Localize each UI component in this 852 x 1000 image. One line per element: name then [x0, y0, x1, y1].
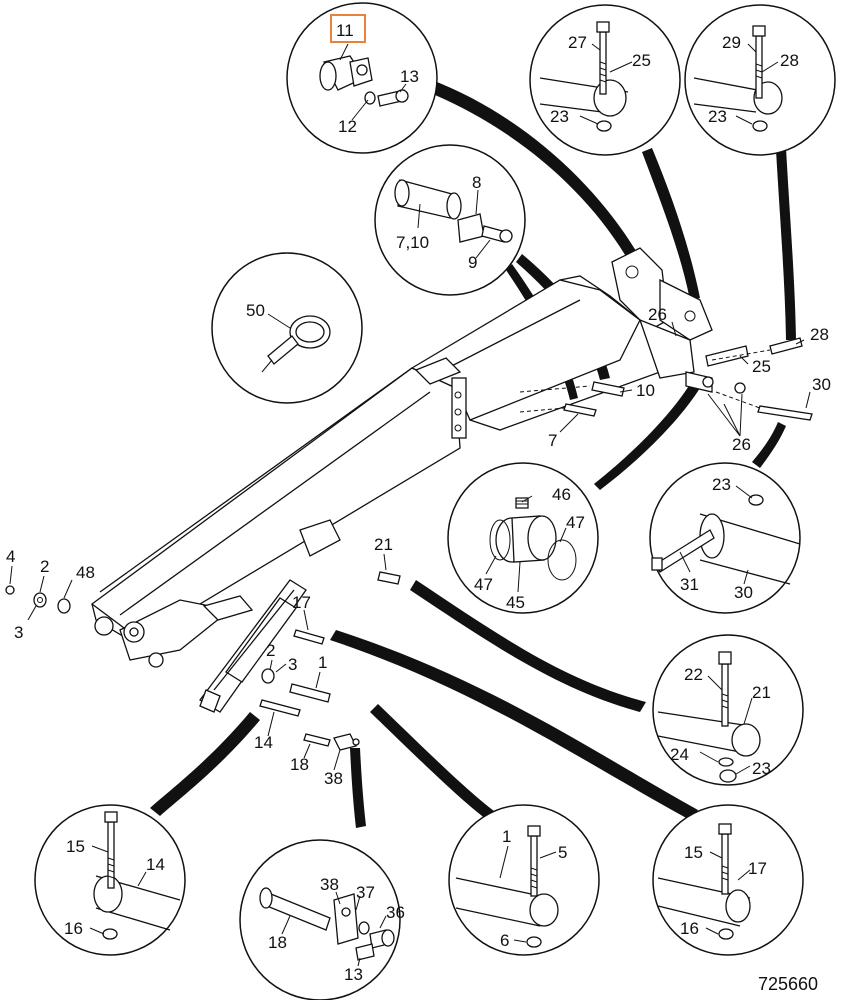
- detail-bubble-50: [211, 252, 363, 404]
- callout-23[interactable]: 23: [708, 107, 727, 126]
- callout-15[interactable]: 15: [66, 837, 85, 856]
- callout-18[interactable]: 18: [268, 933, 287, 952]
- callout-28[interactable]: 28: [810, 325, 829, 344]
- callout-23[interactable]: 23: [712, 475, 731, 494]
- callout-50[interactable]: 50: [246, 301, 265, 320]
- callout-8[interactable]: 8: [472, 173, 481, 192]
- callout-31[interactable]: 31: [680, 575, 699, 594]
- callout-47[interactable]: 47: [566, 513, 585, 532]
- callout-17[interactable]: 17: [292, 593, 311, 612]
- callout-leaders: [9, 43, 811, 967]
- detail-bubble-46-47-45: [447, 462, 599, 614]
- detail-bubble-27-25-23: [529, 4, 681, 156]
- callout-6[interactable]: 6: [500, 931, 509, 950]
- callout-25[interactable]: 25: [632, 51, 651, 70]
- callout-22[interactable]: 22: [684, 665, 703, 684]
- detail-bubble-38-37-36-18-13: [239, 839, 401, 1000]
- callout-48[interactable]: 48: [76, 563, 95, 582]
- callout-21[interactable]: 21: [752, 683, 771, 702]
- callout-25[interactable]: 25: [752, 357, 771, 376]
- callout-37[interactable]: 37: [356, 883, 375, 902]
- callout-7[interactable]: 7: [548, 431, 557, 450]
- detail-bubble-11-12-13: [286, 2, 438, 154]
- callout-3[interactable]: 3: [288, 655, 297, 674]
- highlight-box: [330, 14, 366, 43]
- detail-bubble-29-28-23: [684, 4, 836, 156]
- figure-reference: 725660: [758, 974, 818, 994]
- callout-14[interactable]: 14: [254, 733, 273, 752]
- callout-21[interactable]: 21: [374, 535, 393, 554]
- callout-30[interactable]: 30: [734, 583, 753, 602]
- detail-bubble-23-31-30: [649, 462, 801, 614]
- callout-1[interactable]: 1: [502, 827, 511, 846]
- detail-bubble-22-21-24-23: [652, 634, 804, 786]
- callout-11[interactable]: 11: [336, 21, 354, 40]
- callout-27[interactable]: 27: [568, 33, 587, 52]
- callout-labels: 11 12 13 27 25 23 29 28 23 8 7,10 9 50 2…: [6, 21, 831, 994]
- callout-47[interactable]: 47: [474, 575, 493, 594]
- detail-bubble-1-5-6: [448, 804, 600, 956]
- callout-28[interactable]: 28: [780, 51, 799, 70]
- callout-16[interactable]: 16: [64, 919, 83, 938]
- callout-4[interactable]: 4: [6, 547, 15, 566]
- callout-2[interactable]: 2: [266, 641, 275, 660]
- detail-bubble-15-17-16: [652, 804, 804, 956]
- callout-5[interactable]: 5: [558, 843, 567, 862]
- callout-30[interactable]: 30: [812, 375, 831, 394]
- callout-38[interactable]: 38: [320, 875, 339, 894]
- callout-23[interactable]: 23: [550, 107, 569, 126]
- callout-45[interactable]: 45: [506, 593, 525, 612]
- callout-26[interactable]: 26: [648, 305, 667, 324]
- callout-3[interactable]: 3: [14, 623, 23, 642]
- callout-14[interactable]: 14: [146, 855, 165, 874]
- callout-36[interactable]: 36: [386, 903, 405, 922]
- callout-10[interactable]: 10: [636, 381, 655, 400]
- callout-9[interactable]: 9: [468, 253, 477, 272]
- callout-26[interactable]: 26: [732, 435, 751, 454]
- callout-38[interactable]: 38: [324, 769, 343, 788]
- callout-13[interactable]: 13: [400, 67, 419, 86]
- callout-15[interactable]: 15: [684, 843, 703, 862]
- loose-hardware: [5, 337, 813, 751]
- callout-46[interactable]: 46: [552, 485, 571, 504]
- boom-assembly: [90, 247, 713, 713]
- bubble-leaders: [150, 80, 796, 828]
- detail-bubble-15-14-16: [34, 804, 186, 956]
- callout-1[interactable]: 1: [318, 653, 327, 672]
- callout-18[interactable]: 18: [290, 755, 309, 774]
- callout-29[interactable]: 29: [722, 33, 741, 52]
- callout-24[interactable]: 24: [670, 745, 689, 764]
- callout-7-10[interactable]: 7,10: [396, 233, 429, 252]
- callout-17[interactable]: 17: [748, 859, 767, 878]
- callout-13[interactable]: 13: [344, 965, 363, 984]
- detail-bubble-8-710-9: [374, 144, 526, 296]
- callout-23[interactable]: 23: [752, 759, 771, 778]
- callout-16[interactable]: 16: [680, 919, 699, 938]
- callout-12[interactable]: 12: [338, 117, 357, 136]
- callout-2[interactable]: 2: [40, 557, 49, 576]
